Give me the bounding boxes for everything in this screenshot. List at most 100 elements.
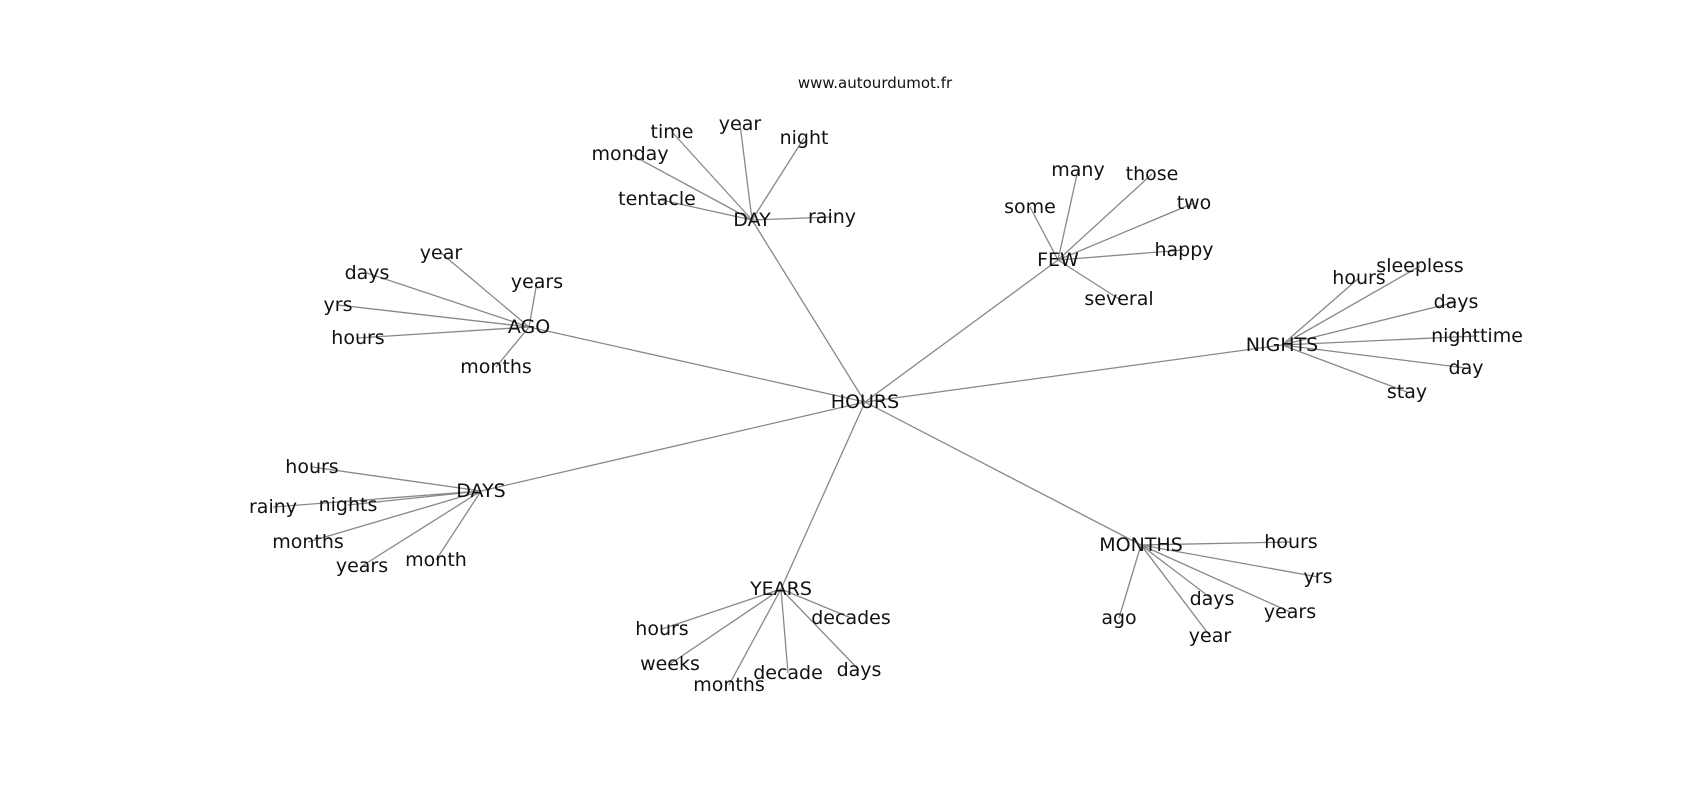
edge-days-to-word — [347, 490, 482, 506]
edge-ago-to-word — [528, 281, 538, 328]
edge-months-to-word — [1140, 544, 1319, 578]
word-node-nights: days — [1434, 291, 1479, 313]
word-node-ago: hours — [331, 327, 384, 349]
word-node-years: decades — [811, 607, 891, 629]
edge-ago-to-word — [440, 252, 530, 328]
edge-days-to-word — [272, 490, 482, 508]
edge-nights-to-word — [1281, 277, 1360, 346]
edge-years-to-word — [661, 588, 782, 630]
cluster-node-months: MONTHS — [1099, 534, 1183, 556]
edge-months-to-word — [1140, 544, 1213, 600]
word-node-days: nights — [319, 494, 378, 516]
word-node-days: hours — [285, 456, 338, 478]
edge-center-to-ago — [528, 326, 866, 403]
word-node-ago: years — [511, 271, 563, 293]
word-node-days: month — [405, 549, 467, 571]
edge-few-to-word — [1057, 259, 1120, 300]
edge-months-to-word — [1140, 541, 1292, 546]
word-node-nights: stay — [1387, 381, 1427, 403]
word-node-months: year — [1189, 625, 1232, 647]
edge-few-to-word — [1057, 173, 1153, 261]
word-node-day: rainy — [808, 206, 856, 228]
cluster-node-nights: NIGHTS — [1246, 334, 1319, 356]
word-node-years: months — [693, 674, 765, 696]
word-node-years: weeks — [640, 653, 700, 675]
word-node-day: year — [719, 113, 762, 135]
edge-ago-to-word — [495, 326, 530, 368]
edge-day-to-word — [751, 216, 833, 221]
edge-nights-to-word — [1281, 301, 1457, 346]
edge-ago-to-word — [337, 304, 530, 328]
edge-nights-to-word — [1281, 265, 1421, 346]
word-node-nights: day — [1449, 357, 1484, 379]
word-node-days: years — [336, 555, 388, 577]
edge-nights-to-word — [1281, 335, 1478, 346]
watermark: www.autourdumot.fr — [798, 74, 953, 92]
word-node-nights: hours — [1332, 267, 1385, 289]
edge-ago-to-word — [357, 326, 530, 339]
cluster-node-days: DAYS — [456, 480, 506, 502]
edge-day-to-word — [671, 131, 753, 221]
edge-few-to-word — [1029, 206, 1059, 261]
word-node-ago: yrs — [324, 294, 353, 316]
edge-days-to-word — [307, 490, 482, 543]
word-node-months: hours — [1264, 531, 1317, 553]
edge-day-to-word — [739, 123, 753, 221]
word-node-nights: sleepless — [1376, 255, 1463, 277]
word-node-months: ago — [1101, 607, 1136, 629]
edge-years-to-word — [780, 588, 852, 619]
edge-few-to-word — [1057, 169, 1079, 261]
word-node-day: night — [780, 127, 829, 149]
edge-days-to-word — [435, 490, 482, 561]
word-node-day: time — [651, 121, 694, 143]
center-node-label: HOURS — [831, 391, 899, 413]
edge-days-to-word — [361, 490, 482, 567]
word-node-few: some — [1004, 196, 1056, 218]
graph-labels: www.autourdumot.fr HOURS DAY time year nigh… — [249, 74, 1523, 696]
edge-day-to-word — [656, 198, 753, 221]
word-node-day: monday — [591, 143, 668, 165]
word-node-years: decade — [753, 662, 823, 684]
word-node-day: tentacle — [618, 188, 696, 210]
word-node-days: months — [272, 531, 344, 553]
edge-ago-to-word — [366, 272, 530, 328]
word-node-few: two — [1177, 192, 1212, 214]
edge-years-to-word — [669, 588, 782, 665]
edge-months-to-word — [1118, 544, 1142, 619]
cluster-node-years: YEARS — [749, 578, 812, 600]
word-node-few: those — [1126, 163, 1179, 185]
edge-few-to-word — [1057, 249, 1185, 261]
edge-years-to-word — [728, 588, 782, 686]
word-node-months: years — [1264, 601, 1316, 623]
edge-months-to-word — [1140, 544, 1211, 637]
edge-years-to-word — [780, 588, 860, 671]
edge-center-to-days — [480, 401, 866, 492]
edge-center-to-months — [864, 401, 1142, 546]
edge-nights-to-word — [1281, 344, 1467, 369]
cluster-node-day: DAY — [733, 209, 771, 231]
edge-center-to-nights — [864, 344, 1283, 403]
edge-few-to-word — [1057, 202, 1195, 261]
cluster-node-ago: AGO — [508, 316, 550, 338]
word-node-years: hours — [635, 618, 688, 640]
word-node-few: happy — [1154, 239, 1213, 261]
word-node-nights: nighttime — [1431, 325, 1523, 347]
word-node-ago: months — [460, 356, 532, 378]
edge-center-to-years — [780, 401, 866, 590]
word-node-years: days — [837, 659, 882, 681]
edge-center-to-few — [864, 259, 1059, 403]
word-node-ago: year — [420, 242, 463, 264]
edge-days-to-word — [311, 466, 482, 492]
edge-nights-to-word — [1281, 344, 1408, 393]
word-node-days: rainy — [249, 496, 297, 518]
edge-years-to-word — [780, 588, 789, 674]
edge-day-to-word — [629, 153, 753, 221]
edge-day-to-word — [751, 137, 805, 221]
word-node-months: days — [1190, 588, 1235, 610]
cluster-node-few: FEW — [1037, 249, 1079, 271]
graph-edges — [272, 123, 1478, 686]
edge-months-to-word — [1140, 544, 1291, 613]
word-node-ago: days — [345, 262, 390, 284]
edge-center-to-day — [751, 219, 866, 403]
